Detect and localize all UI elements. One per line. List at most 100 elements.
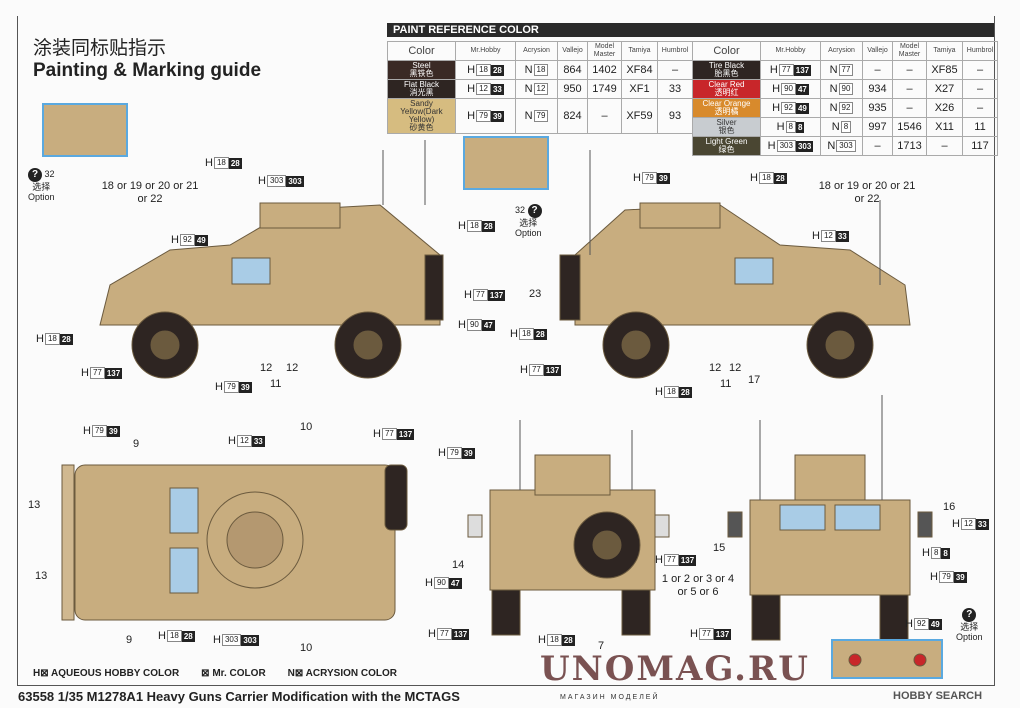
side-view-left: [42, 103, 444, 379]
aqueous-code: 79: [641, 172, 657, 184]
mr-color-code: 303: [241, 634, 259, 646]
aqueous-code: 79: [91, 425, 107, 437]
part-number: 14: [452, 559, 465, 571]
product-title: 63558 1/35 M1278A1 Heavy Guns Carrier Mo…: [18, 689, 460, 704]
aqueous-code: 8: [930, 547, 942, 559]
aqueous-code: 12: [960, 518, 976, 530]
front-view: [727, 395, 943, 679]
mr-color-code: 303: [286, 175, 304, 187]
mr-color-code: 47: [481, 319, 495, 331]
mr-color-code: 137: [487, 289, 506, 301]
model-master-code: 1546: [892, 117, 927, 137]
mr-color-code: 33: [975, 518, 989, 530]
question-icon: ?: [28, 168, 42, 182]
legend-aqueous: H⊠ AQUEOUS HOBBY COLOR: [33, 668, 180, 679]
aqueous-code: 18: [213, 157, 229, 169]
page-frame: [17, 16, 995, 686]
mr-color-code: 137: [451, 628, 470, 640]
decal-options-right: 18 or 19 or 20 or 21 or 22: [818, 180, 916, 205]
mr-color-code: 39: [461, 447, 475, 459]
top-view: [61, 464, 408, 621]
mr-color-code: 137: [104, 367, 123, 379]
vallejo-code: –: [862, 136, 893, 156]
part-number: 9: [126, 634, 133, 646]
aqueous-code: 77: [528, 364, 544, 376]
part-number: 7: [598, 640, 605, 652]
vallejo-code: 934: [862, 79, 893, 99]
vallejo-code: 864: [557, 60, 588, 80]
aqueous-code: 77: [436, 628, 452, 640]
mr-color-code: 28: [181, 630, 195, 642]
mr-color-code: 49: [194, 234, 208, 246]
legend-mr-color: ⊠ Mr. COLOR: [201, 668, 266, 679]
aqueous-code: 77: [472, 289, 488, 301]
part-number: 12: [286, 362, 299, 374]
aqueous-code: 303: [266, 175, 287, 187]
decal-options-left: 18 or 19 or 20 or 21 or 22: [101, 180, 199, 205]
aqueous-code: 90: [433, 577, 449, 589]
side-view-right: [463, 136, 911, 379]
question-icon: ?: [527, 204, 542, 218]
mr-color-code: 39: [656, 172, 670, 184]
aqueous-code: 18: [166, 630, 182, 642]
rear-view: [467, 420, 670, 636]
mr-color-code: 28: [773, 172, 787, 184]
part-number: 12: [729, 362, 742, 374]
plate-options: 1 or 2 or 3 or 4 or 5 or 6: [661, 573, 735, 598]
mr-color-code: 137: [543, 364, 562, 376]
title-chinese: 涂装同标贴指示: [33, 37, 167, 59]
model-master-code: 1749: [587, 79, 622, 99]
aqueous-code: 77: [381, 428, 397, 440]
aqueous-code: 18: [44, 333, 60, 345]
part-number: 17: [748, 374, 761, 386]
part-number: 13: [35, 570, 48, 582]
aqueous-code: 79: [446, 447, 462, 459]
part-number: 10: [300, 421, 313, 433]
part-number: 23: [529, 288, 542, 300]
part-number: 12: [260, 362, 273, 374]
legend-acrysion: N⊠ ACRYSION COLOR: [287, 668, 397, 679]
question-icon: ?: [962, 608, 977, 622]
watermark-sub: МАГАЗИН МОДЕЛЕЙ: [560, 694, 660, 701]
part-number: 15: [713, 542, 726, 554]
aqueous-code: 79: [223, 381, 239, 393]
aqueous-code: 77: [698, 628, 714, 640]
aqueous-code: 12: [820, 230, 836, 242]
aqueous-code: 77: [89, 367, 105, 379]
part-number: 16: [943, 501, 956, 513]
tamiya-code: XF85: [926, 60, 963, 80]
model-master-code: 1713: [892, 136, 927, 156]
